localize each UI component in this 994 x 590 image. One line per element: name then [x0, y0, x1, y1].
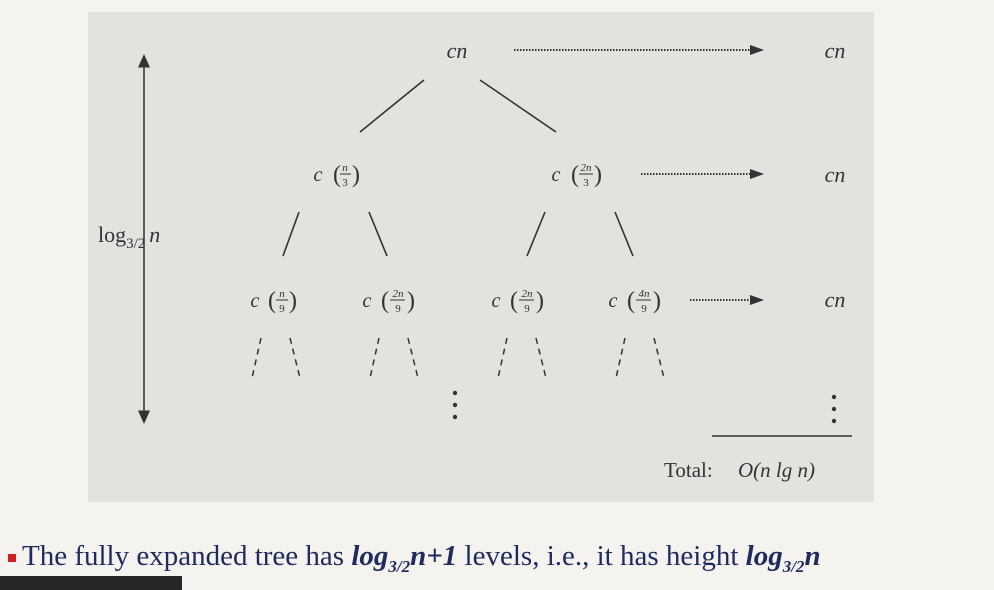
svg-text:n: n: [342, 162, 348, 174]
height-expression: log3/2n: [745, 540, 821, 576]
caption-text-before: The fully expanded tree has: [22, 540, 352, 572]
svg-text:(: (: [333, 162, 341, 188]
svg-text:(: (: [381, 288, 389, 314]
vertical-ellipsis-right: [831, 394, 837, 424]
recursion-tree-figure: [88, 12, 874, 502]
svg-text:c: c: [314, 164, 323, 186]
svg-text:): ): [594, 162, 602, 188]
svg-text:): ): [653, 288, 661, 314]
cost-arrow-0: [514, 45, 764, 55]
level2-node-2: c ( 2n 9 ): [363, 288, 415, 315]
svg-text:(: (: [268, 288, 276, 314]
level-cost-2: cn: [825, 287, 846, 312]
vertical-ellipsis-center: [452, 390, 458, 420]
caption: The fully expanded tree has log3/2n+1 le…: [6, 540, 992, 580]
level2-node-4: c ( 4n 9 ): [609, 288, 661, 315]
svg-text:): ): [352, 162, 360, 188]
level-cost-0: cn: [825, 38, 846, 63]
svg-text:(: (: [510, 288, 518, 314]
dashed-edges: [251, 337, 665, 379]
svg-text:n: n: [279, 288, 285, 300]
svg-text:9: 9: [641, 303, 647, 315]
tree-edge: [282, 211, 300, 257]
svg-text:4n: 4n: [639, 288, 651, 300]
bullet-icon: [8, 554, 16, 563]
levels-expression: log3/2n+1: [351, 540, 458, 576]
level2-node-1: c ( n 9 ): [251, 288, 297, 315]
tree-edge: [359, 79, 425, 133]
cost-arrow-2: [690, 295, 764, 305]
cost-arrow-1: [641, 169, 764, 179]
svg-text:c: c: [251, 290, 260, 312]
root-node: cn: [447, 38, 468, 63]
svg-text:c: c: [363, 290, 372, 312]
level-cost-1: cn: [825, 162, 846, 187]
svg-text:3: 3: [342, 177, 348, 189]
level1-node-left: c ( n 3 ): [314, 162, 360, 189]
svg-text:): ): [289, 288, 297, 314]
level1-node-right: c ( 2n 3 ): [552, 162, 602, 189]
svg-text:2n: 2n: [393, 288, 405, 300]
svg-text:(: (: [571, 162, 579, 188]
svg-text:9: 9: [395, 303, 401, 315]
svg-text:c: c: [492, 290, 501, 312]
svg-text:2n: 2n: [581, 162, 593, 174]
total-expression: O(n lg n): [738, 458, 815, 482]
svg-text:c: c: [552, 164, 561, 186]
tree-edge: [526, 211, 546, 257]
bottom-overlay-bar: [0, 576, 182, 590]
tree-edge: [368, 211, 388, 257]
svg-text:): ): [407, 288, 415, 314]
svg-text:(: (: [627, 288, 635, 314]
svg-text:2n: 2n: [522, 288, 534, 300]
svg-text:9: 9: [279, 303, 285, 315]
tree-edge: [614, 211, 634, 257]
total-label: Total:: [664, 458, 713, 482]
caption-text-middle: levels, i.e., it has height: [457, 540, 746, 572]
level2-node-3: c ( 2n 9 ): [492, 288, 544, 315]
tree-edge: [479, 79, 557, 133]
svg-text:): ): [536, 288, 544, 314]
svg-text:c: c: [609, 290, 618, 312]
svg-text:3: 3: [583, 177, 589, 189]
svg-text:9: 9: [524, 303, 530, 315]
